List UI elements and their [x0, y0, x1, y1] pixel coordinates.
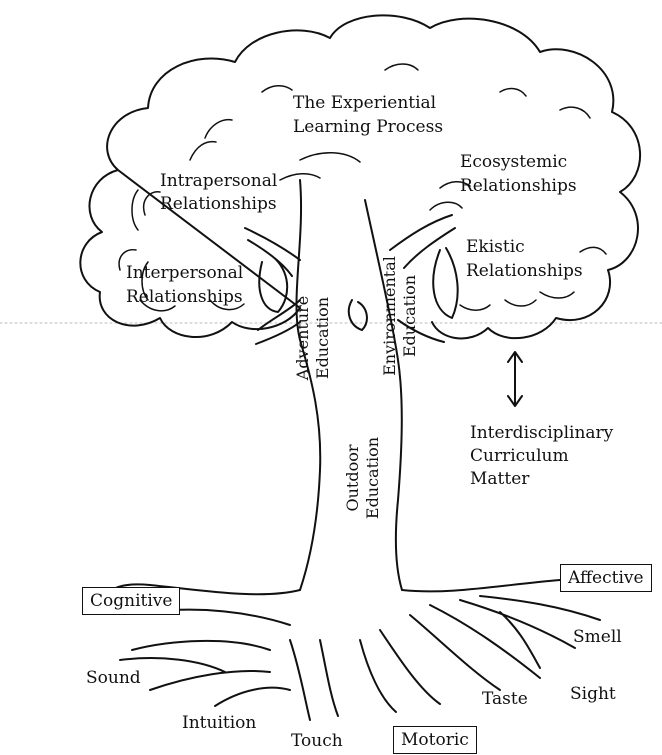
taste-label: Taste — [482, 688, 528, 711]
side-note-line-2: Curriculum — [470, 445, 569, 468]
adventure-label-line-1: Adventure — [293, 296, 313, 380]
side-note-line-3: Matter — [470, 468, 529, 491]
ekistic-label-line-2: Relationships — [466, 260, 583, 283]
intuition-label: Intuition — [182, 712, 256, 735]
outdoor-education-label: Outdoor Education — [343, 437, 383, 519]
affective-box: Affective — [560, 564, 652, 592]
adventure-education-label: Adventure Education — [293, 296, 333, 380]
cognitive-box: Cognitive — [82, 587, 180, 615]
environmental-education-label: Environmental Education — [380, 256, 420, 376]
title-line-1: The Experiential — [293, 92, 436, 115]
tree-roots — [112, 577, 612, 720]
intrapersonal-label-line-2: Relationships — [160, 193, 277, 216]
motoric-box: Motoric — [393, 726, 477, 754]
ecosystemic-label-line-1: Ecosystemic — [460, 151, 567, 174]
interpersonal-label-line-1: Interpersonal — [126, 262, 243, 285]
adventure-label-line-2: Education — [313, 296, 333, 380]
sight-label: Sight — [570, 683, 616, 706]
smell-label: Smell — [573, 626, 622, 649]
trunk-label-line-1: Outdoor — [343, 437, 363, 519]
ekistic-label-line-1: Ekistic — [466, 236, 525, 259]
tree-trunk-outline — [296, 180, 402, 590]
intrapersonal-label-line-1: Intrapersonal — [160, 170, 277, 193]
title-line-2: Learning Process — [293, 116, 443, 139]
side-note-line-1: Interdisciplinary — [470, 422, 613, 445]
environmental-label-line-2: Education — [400, 256, 420, 376]
touch-label: Touch — [291, 730, 343, 753]
ecosystemic-label-line-2: Relationships — [460, 175, 577, 198]
sound-label: Sound — [86, 667, 141, 690]
trunk-label-line-2: Education — [363, 437, 383, 519]
interpersonal-label-line-2: Relationships — [126, 286, 243, 309]
environmental-label-line-1: Environmental — [380, 256, 400, 376]
